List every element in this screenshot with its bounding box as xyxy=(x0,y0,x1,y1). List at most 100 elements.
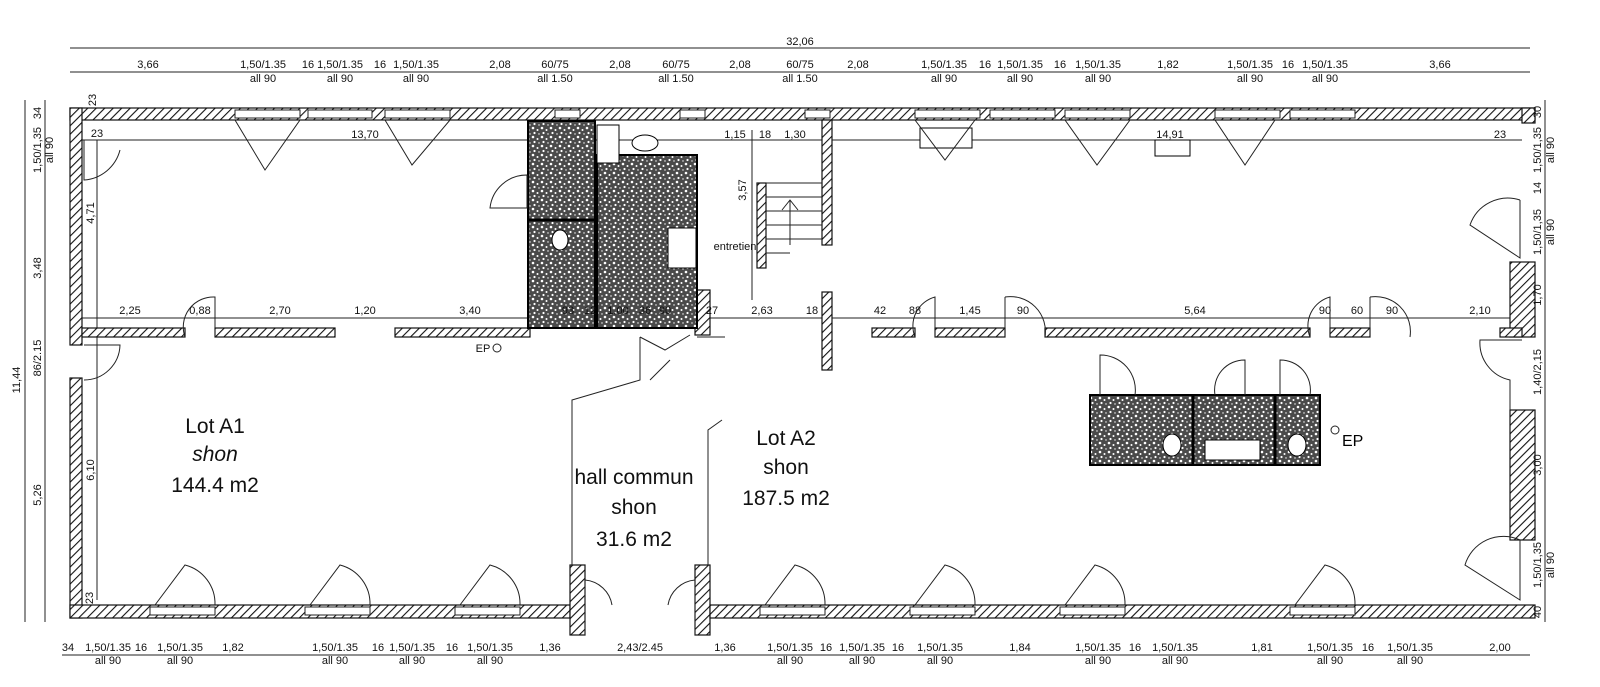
top-dimension: 16 xyxy=(302,59,314,71)
top-dimension: 1,82 xyxy=(1157,59,1178,71)
toilet-icon xyxy=(551,229,569,251)
top-dimension: 60/75 xyxy=(541,59,569,71)
overall-width-dimension: 32,06 xyxy=(786,36,814,48)
kitchen-sink-icon xyxy=(919,127,973,149)
partition-dimension: 90 xyxy=(1319,305,1331,317)
sink-icon xyxy=(667,227,697,269)
partition-dimension: 0,88 xyxy=(189,305,210,317)
bottom-dimension: 16 xyxy=(372,642,384,654)
top-dimension-sub: all 90 xyxy=(403,73,429,85)
toilet-icon xyxy=(631,134,659,152)
bottom-dimension: 1,36 xyxy=(539,642,560,654)
partition-dimension: 2,63 xyxy=(751,305,772,317)
bottom-dimension-sub: all 90 xyxy=(477,655,503,667)
overall-height-dimension: 11,44 xyxy=(11,367,23,394)
interior-dimension: 1,30 xyxy=(784,129,805,141)
room-area: 187.5 m2 xyxy=(742,487,830,510)
top-dimension: 2,08 xyxy=(729,59,750,71)
bottom-dimension: 1,50/1.35 xyxy=(1152,642,1198,654)
top-dimension: 1,50/1.35 xyxy=(317,59,363,71)
ep-label-left: EP xyxy=(476,343,491,355)
bottom-dimension-sub: all 90 xyxy=(1085,655,1111,667)
partition-dimension: 36 xyxy=(639,305,651,317)
partition-dimension: 1,20 xyxy=(354,305,375,317)
top-dimension: 1,50/1.35 xyxy=(393,59,439,71)
left-inner-dimension: 23 xyxy=(91,128,103,140)
bottom-dimension-sub: all 90 xyxy=(167,655,193,667)
bottom-dimension: 1,50/1.35 xyxy=(389,642,435,654)
sink-icon xyxy=(1204,439,1261,461)
top-dimension: 60/75 xyxy=(662,59,690,71)
partition-dimension: 60 xyxy=(1351,305,1363,317)
top-dimension: 16 xyxy=(1054,59,1066,71)
bottom-dimension: 1,50/1.35 xyxy=(767,642,813,654)
partition-dimension: 2,10 xyxy=(1469,305,1490,317)
right-dimension-sub: all 90 xyxy=(1545,137,1557,163)
partition-dimension: 3,40 xyxy=(459,305,480,317)
right-dimension: 1,50/1,35 xyxy=(1532,127,1544,173)
toilet-icon xyxy=(1162,433,1182,457)
top-dimension: 16 xyxy=(1282,59,1294,71)
room-lot-a2: Lot A2 shon 187.5 m2 xyxy=(742,427,830,510)
top-dimension: 3,66 xyxy=(1429,59,1450,71)
room-type: shon xyxy=(611,496,657,519)
ep-label-right: EP xyxy=(1342,433,1363,450)
bottom-dimension: 1,50/1.35 xyxy=(1387,642,1433,654)
right-dimension: 1,50/1,35 xyxy=(1532,542,1544,588)
partition-dimension: 42 xyxy=(874,305,886,317)
top-dimension: 1,50/1.35 xyxy=(997,59,1043,71)
bottom-dimension: 1,50/1.35 xyxy=(467,642,513,654)
interior-dimension: 18 xyxy=(759,129,771,141)
room-name: Lot A1 xyxy=(185,415,245,438)
partition-dimension: 1,00 xyxy=(607,305,628,317)
partition-dimension: 2,70 xyxy=(269,305,290,317)
top-dimension: 60/75 xyxy=(786,59,814,71)
bottom-dimension: 2,00 xyxy=(1489,642,1510,654)
room-area: 144.4 m2 xyxy=(171,474,259,497)
door-swings xyxy=(83,119,1522,635)
top-dimension: 1,50/1.35 xyxy=(1075,59,1121,71)
left-inner-dimension: 23 xyxy=(84,592,96,604)
interior-dimension: 1,15 xyxy=(724,129,745,141)
top-dimension-sub: all 90 xyxy=(327,73,353,85)
walls xyxy=(69,107,1536,636)
room-type: shon xyxy=(192,443,238,466)
right-dimension: 30 xyxy=(1532,106,1544,118)
partition-dimension: 2,25 xyxy=(119,305,140,317)
bottom-dimension: 1,81 xyxy=(1251,642,1272,654)
right-dimension-sub: all 90 xyxy=(1545,552,1557,578)
staircase xyxy=(766,182,822,254)
left-inner-dimension: 4,71 xyxy=(85,202,97,223)
bottom-dimension-sub: all 90 xyxy=(1317,655,1343,667)
top-dimension: 16 xyxy=(374,59,386,71)
wet-rooms xyxy=(527,120,1321,466)
right-dimension: 1,40/2,15 xyxy=(1532,349,1544,395)
top-dimension: 1,50/1.35 xyxy=(1302,59,1348,71)
top-dimension-sub: all 90 xyxy=(1237,73,1263,85)
bottom-dimension: 1,50/1.35 xyxy=(839,642,885,654)
right-dimension: 1,70 xyxy=(1532,284,1544,305)
bottom-dimension: 34 xyxy=(62,642,74,654)
right-dimension: 3,00 xyxy=(1532,454,1544,475)
interior-dimension: 3,57 xyxy=(737,179,749,200)
interior-dimension: 23 xyxy=(1494,129,1506,141)
top-dimension: 1,50/1.35 xyxy=(921,59,967,71)
bottom-dimension: 16 xyxy=(892,642,904,654)
bottom-dimension-sub: all 90 xyxy=(927,655,953,667)
room-type: shon xyxy=(763,456,809,479)
partition-dimension: 90 xyxy=(659,305,671,317)
top-dimension-sub: all 90 xyxy=(1007,73,1033,85)
room-hall-commun: hall commun shon 31.6 m2 xyxy=(574,466,693,551)
right-dimension: 40 xyxy=(1532,606,1544,618)
bottom-dimension: 1,36 xyxy=(714,642,735,654)
top-dimension: 16 xyxy=(979,59,991,71)
bottom-dimension-sub: all 90 xyxy=(777,655,803,667)
partition-dimension: 1,45 xyxy=(959,305,980,317)
left-inner-dimension: 23 xyxy=(87,94,99,106)
top-dimension: 2,08 xyxy=(489,59,510,71)
toilet-icon xyxy=(1287,433,1307,457)
sink-icon xyxy=(1154,139,1191,157)
partition-dimension: 5,64 xyxy=(1184,305,1205,317)
interior-dimension: 13,70 xyxy=(351,129,379,141)
